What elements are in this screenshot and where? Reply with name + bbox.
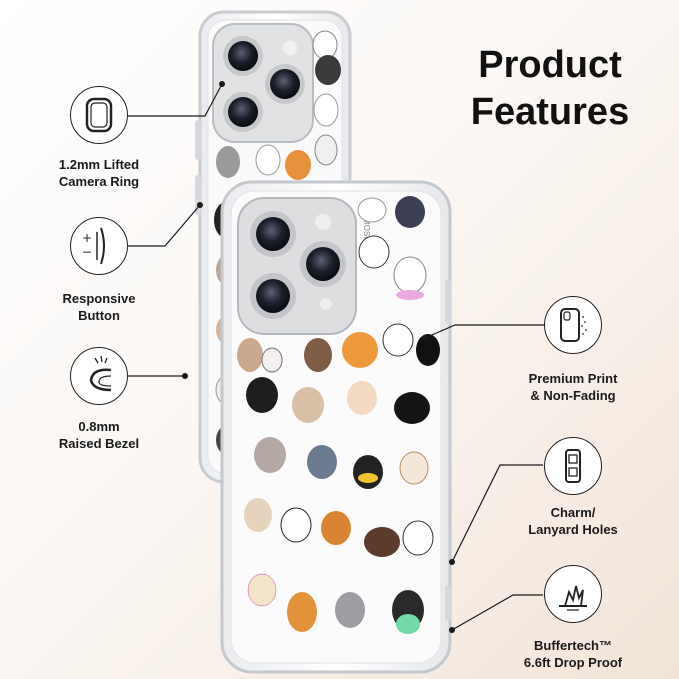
title-line-1: Product: [478, 44, 622, 86]
lanyard-hole-icon: [544, 437, 602, 495]
feature-premium-print: Premium Print & Non-Fading: [528, 371, 618, 403]
camera-ring-icon: [70, 86, 128, 144]
svg-text:−: −: [82, 245, 92, 259]
phone-print-icon: [544, 296, 602, 354]
feature-responsive-button: Responsive Button: [62, 291, 136, 323]
page-title: Product Features: [440, 42, 660, 136]
raised-bezel-icon: [70, 347, 128, 405]
svg-text:+: +: [82, 231, 92, 245]
feature-lanyard-holes: Charm/ Lanyard Holes: [528, 505, 618, 537]
feature-camera-ring: 1.2mm Lifted Camera Ring: [58, 157, 140, 189]
cat-print-pattern: [237, 196, 440, 634]
feature-raised-bezel: 0.8mm Raised Bezel: [58, 419, 140, 451]
button-press-icon: +−: [70, 217, 128, 275]
title-line-2: Features: [470, 91, 630, 133]
feature-drop-proof: Buffertech™ 6.6ft Drop Proof: [523, 638, 623, 670]
drop-impact-icon: [544, 565, 602, 623]
front-phone-case: MOSNOVO: [220, 180, 452, 674]
